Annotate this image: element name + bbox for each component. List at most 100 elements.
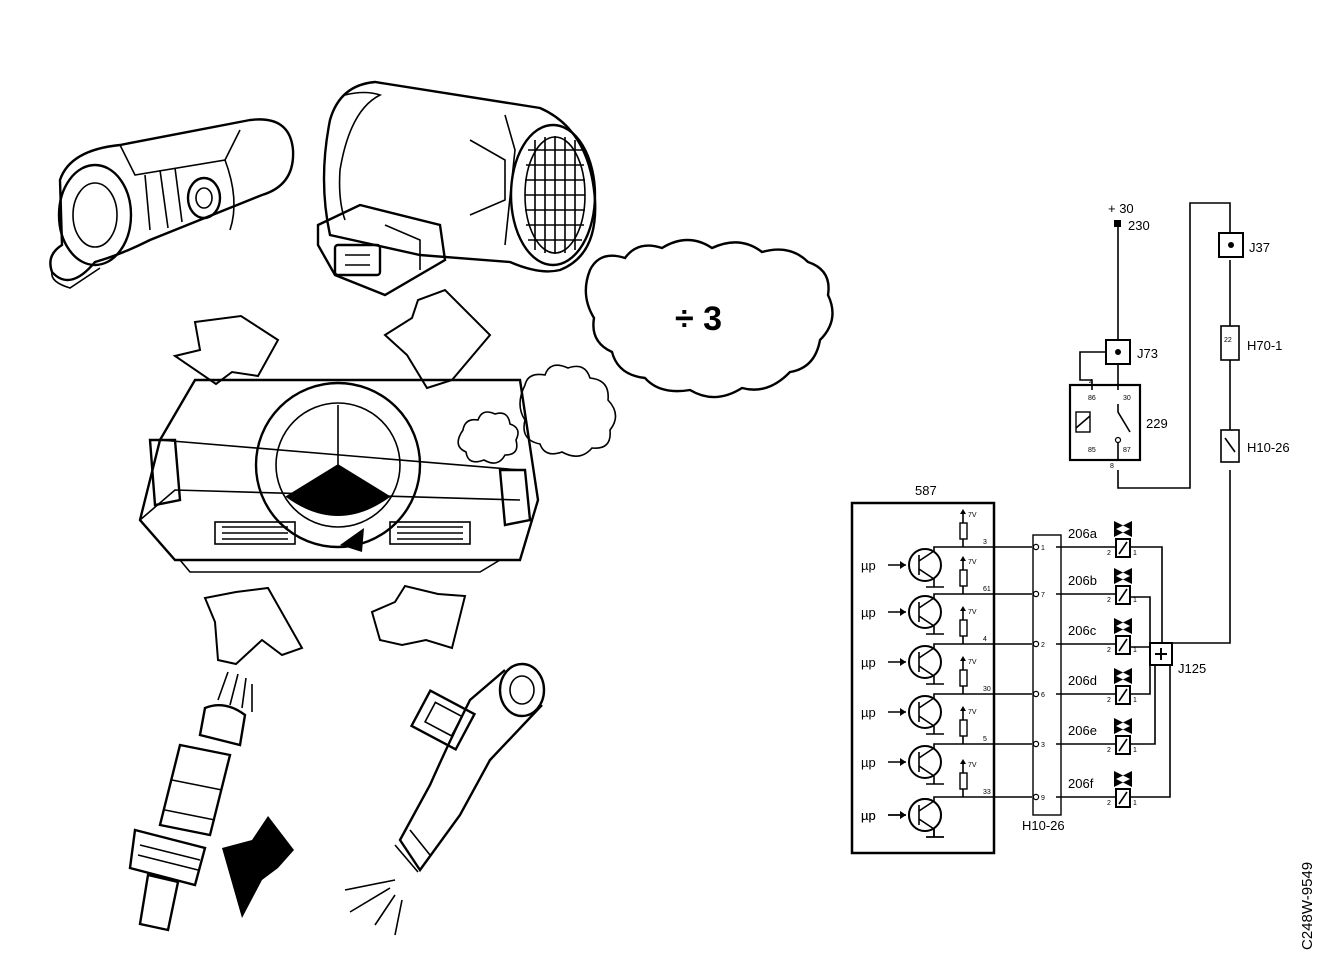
ground-symbol	[926, 829, 944, 838]
driver-pin: 61	[983, 586, 991, 593]
injector-return-wire	[1130, 665, 1156, 745]
injector-coil-mark	[1118, 541, 1128, 555]
driver-voltage: 7V	[968, 709, 977, 716]
relay-pin-87: 87	[1123, 447, 1131, 454]
transistor-leads	[918, 747, 935, 777]
arrow-to-control-unit-from-oxygen-sensor	[203, 586, 304, 666]
injector-label: 206f	[1068, 776, 1094, 791]
pullup-resistor	[959, 619, 968, 637]
arrow-from-air-mass-meter	[383, 288, 492, 390]
driver-output-wire	[933, 643, 990, 648]
driver-voltage: 7V	[968, 559, 977, 566]
driver-voltage: 7V	[968, 512, 977, 519]
connector-pin-circle	[1032, 543, 1040, 551]
injector-coil-mark	[1118, 638, 1128, 652]
driver-pin: 5	[983, 736, 987, 743]
arrow-black-to-oxygen-sensor	[222, 816, 294, 918]
pullup-resistor	[959, 522, 968, 540]
driver-pin: 3	[983, 539, 987, 546]
relay-pin-4: 4	[1089, 379, 1093, 386]
control-unit-587-box	[850, 501, 996, 855]
control-unit-label: 587	[915, 483, 937, 498]
driver-pin: 4	[983, 636, 987, 643]
oxygen-sensor-illustration	[128, 671, 253, 932]
driver-arrowhead	[900, 658, 906, 666]
injector-label: 206d	[1068, 673, 1097, 688]
transistor-symbol	[908, 745, 942, 779]
ground-symbol	[926, 776, 944, 785]
injector-pin-2: 2	[1107, 647, 1111, 654]
cloud-text: ÷ 3	[675, 300, 722, 338]
driver-arrowhead	[900, 811, 906, 819]
relay-229	[1068, 383, 1142, 462]
voltage-arrow	[960, 606, 966, 611]
injector-label: 206b	[1068, 573, 1097, 588]
injector-pin-2: 2	[1107, 550, 1111, 557]
driver-arrowhead	[900, 708, 906, 716]
connector-pin-circle	[1032, 740, 1040, 748]
relay-label: 229	[1146, 416, 1168, 431]
driver-label: µp	[861, 558, 876, 573]
connector-pin: 7	[1041, 592, 1045, 599]
connector-pin: 6	[1041, 692, 1045, 699]
junction-j37-label: J37	[1249, 240, 1270, 255]
fuel-injector-illustration	[344, 662, 546, 936]
junction-j125-label: J125	[1178, 661, 1206, 676]
injector-coil-mark	[1118, 688, 1128, 702]
arrow-from-position-sensor	[172, 314, 280, 386]
driver-output-wire	[933, 593, 990, 598]
driver-arrowhead	[900, 758, 906, 766]
control-unit-illustration	[138, 378, 540, 573]
voltage-arrow	[960, 656, 966, 661]
driver-output-wire	[933, 546, 990, 551]
pullup-resistor	[959, 569, 968, 587]
driver-output-wire	[933, 693, 990, 698]
injector-label: 206a	[1068, 526, 1098, 541]
ground-symbol	[926, 626, 944, 635]
transistor-symbol	[908, 595, 942, 629]
transistor-leads	[918, 800, 935, 830]
injector-pin-1: 1	[1133, 597, 1137, 604]
figure-id: C248W-9549	[1299, 862, 1316, 950]
injector-valve-icon	[1114, 771, 1132, 787]
connector-pin-circle	[1032, 690, 1040, 698]
injector-valve-icon	[1114, 718, 1132, 734]
arrow-to-injector	[370, 584, 467, 650]
connector-pin: 9	[1041, 795, 1045, 802]
injector-valve-icon	[1114, 668, 1132, 684]
supply-ref: 230	[1128, 218, 1150, 233]
fuse-label: H70-1	[1247, 338, 1282, 353]
transistor-leads	[918, 597, 935, 627]
connector-pin: 1	[1041, 545, 1045, 552]
fuse-h70-1	[1220, 325, 1240, 361]
ground-symbol	[926, 676, 944, 685]
injector-return-wire	[1130, 643, 1151, 648]
injector-pin-1: 1	[1133, 747, 1137, 754]
injector-pin-2: 2	[1107, 697, 1111, 704]
relay-pin-8: 8	[1110, 463, 1114, 470]
injector-return-wire	[1130, 546, 1163, 643]
driver-arrowhead	[900, 561, 906, 569]
driver-output-wire	[933, 743, 990, 748]
injector-label: 206e	[1068, 723, 1097, 738]
injector-coil-mark	[1118, 791, 1128, 805]
relay-pin-85: 85	[1088, 447, 1096, 454]
injector-pin-1: 1	[1133, 697, 1137, 704]
driver-voltage: 7V	[968, 762, 977, 769]
driver-label: µp	[861, 655, 876, 670]
pullup-resistor	[959, 772, 968, 790]
driver-output-wire	[933, 796, 990, 801]
plug-label: H10-26	[1247, 440, 1290, 455]
injector-valve-icon	[1114, 568, 1132, 584]
transistor-symbol	[908, 695, 942, 729]
driver-label: µp	[861, 808, 876, 823]
driver-pin: 30	[983, 686, 991, 693]
voltage-arrow	[960, 706, 966, 711]
transistor-symbol	[908, 548, 942, 582]
injector-pin-1: 1	[1133, 800, 1137, 807]
thought-cloud-medium	[519, 364, 617, 457]
